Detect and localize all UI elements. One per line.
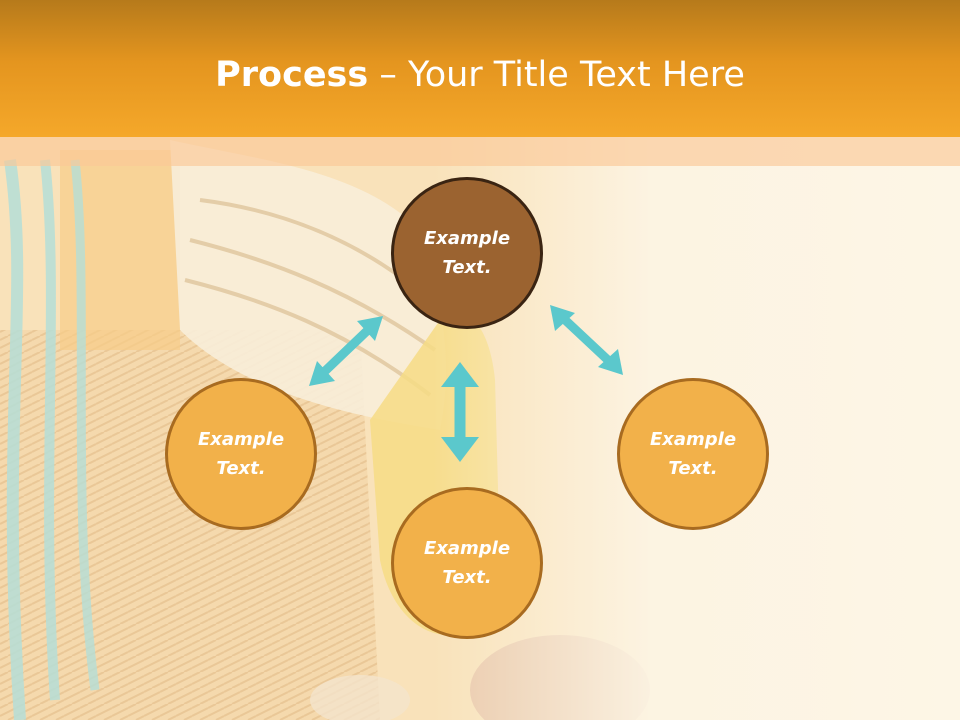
node-bottom-line2: Text.: [442, 567, 492, 588]
node-right-line2: Text.: [668, 458, 718, 479]
double-arrow-diagonal-right-icon: [550, 305, 623, 375]
title-bold: Process: [215, 55, 369, 95]
node-top-line1: Example: [423, 228, 511, 249]
header-bar: Process – Your Title Text Here: [0, 0, 960, 137]
node-right-line1: Example: [649, 429, 737, 450]
node-top[interactable]: Example Text.: [391, 177, 543, 329]
title-rest: – Your Title Text Here: [368, 55, 745, 95]
header-light-band: [0, 137, 960, 166]
node-bottom-line1: Example: [423, 538, 511, 559]
node-right[interactable]: Example Text.: [617, 378, 769, 530]
double-arrow-diagonal-left-icon: [309, 316, 383, 386]
slide-title: Process – Your Title Text Here: [0, 52, 960, 98]
node-left-line1: Example: [197, 429, 285, 450]
node-top-line2: Text.: [442, 257, 492, 278]
node-left[interactable]: Example Text.: [165, 378, 317, 530]
node-bottom[interactable]: Example Text.: [391, 487, 543, 639]
node-left-line2: Text.: [216, 458, 266, 479]
double-arrow-vertical-icon: [441, 362, 479, 462]
